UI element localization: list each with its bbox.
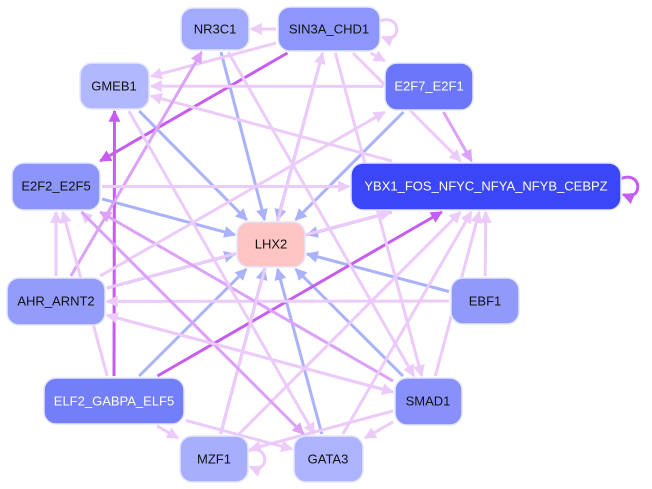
node-label: MZF1 [197, 452, 231, 467]
node-label: E2F2_E2F5 [21, 179, 90, 194]
node-ahr-arnt2[interactable]: AHR_ARNT2 [6, 277, 106, 326]
edge-gmeb1-to-gata3 [127, 110, 316, 436]
edge-gata3-to-lhx2 [274, 267, 324, 435]
edge-sin3a-chd1-to-smad1 [333, 52, 425, 378]
node-sin3a-chd1[interactable]: SIN3A_CHD1 [277, 6, 381, 52]
node-e2f7-e2f1[interactable]: E2F7_E2F1 [384, 62, 474, 111]
node-label: GATA3 [308, 452, 349, 467]
node-label: AHR_ARNT2 [17, 294, 94, 309]
edge-mzf1-to-mzf1 [247, 448, 267, 477]
node-lhx2[interactable]: LHX2 [236, 221, 306, 268]
node-elf2-gabpa-elf5[interactable]: ELF2_GABPA_ELF5 [43, 377, 185, 425]
edge-elf2-to-mzf1 [156, 424, 180, 440]
node-smad1[interactable]: SMAD1 [394, 377, 463, 426]
edge-ybx1-to-ybx1 [620, 175, 640, 205]
node-label: GMEB1 [91, 79, 137, 94]
edge-ebf1-to-ybx1 [479, 210, 492, 277]
edge-e2f7-e2f1-to-ybx1 [442, 111, 473, 163]
node-label: EBF1 [469, 294, 502, 309]
node-label: SMAD1 [406, 394, 451, 409]
edge-sin3a-chd1-to-sin3a-chd1 [379, 18, 399, 47]
node-nr3c1[interactable]: NR3C1 [180, 7, 250, 51]
node-label: LHX2 [255, 237, 288, 252]
edge-sin3a-chd1-to-e2f7-e2f1 [369, 50, 386, 63]
node-gmeb1[interactable]: GMEB1 [79, 62, 150, 110]
node-ybx1-fos-nfyc-nfya-nfyb-cebpz[interactable]: YBX1_FOS_NFYC_NFYA_NFYB_CEBPZ [350, 162, 622, 211]
nodes-layer: NR3C1 SIN3A_CHD1 GMEB1 E2F7_E2F1 E2F2_E2… [6, 6, 622, 483]
edge-elf2-to-gata3 [185, 419, 294, 453]
edges-layer [50, 18, 640, 477]
edge-mzf1-to-ybx1 [237, 210, 462, 436]
edge-nr3c1-to-smad1 [226, 51, 416, 378]
edge-sin3a-chd1-to-gmeb1 [149, 41, 277, 80]
node-label: E2F7_E2F1 [394, 79, 463, 94]
edge-ahr-arnt2-to-smad1 [106, 313, 395, 395]
edge-e2f2-e2f5-to-gata3 [80, 210, 305, 436]
edge-smad1-to-gata3 [363, 420, 394, 440]
edge-smad1-to-e2f2-e2f5 [99, 210, 394, 383]
node-ebf1[interactable]: EBF1 [450, 277, 520, 325]
edge-nr3c1-to-lhx2 [219, 51, 268, 222]
node-gata3[interactable]: GATA3 [293, 435, 364, 483]
node-label: YBX1_FOS_NFYC_NFYA_NFYB_CEBPZ [364, 179, 607, 194]
node-label: NR3C1 [194, 22, 237, 37]
node-label: SIN3A_CHD1 [289, 22, 369, 37]
edge-elf2-to-ybx1 [156, 210, 443, 378]
edge-ahr-arnt2-to-nr3c1 [69, 50, 203, 277]
edge-gmeb1-to-lhx2 [138, 109, 248, 222]
node-label: ELF2_GABPA_ELF5 [54, 394, 174, 409]
edge-ahr-arnt2-to-e2f7-e2f1 [99, 110, 386, 278]
node-e2f2-e2f5[interactable]: E2F2_E2F5 [11, 162, 101, 211]
edge-ebf1-to-lhx2 [305, 250, 450, 293]
edge-e2f2-e2f5-to-lhx2 [101, 197, 237, 238]
node-mzf1[interactable]: MZF1 [179, 435, 249, 483]
